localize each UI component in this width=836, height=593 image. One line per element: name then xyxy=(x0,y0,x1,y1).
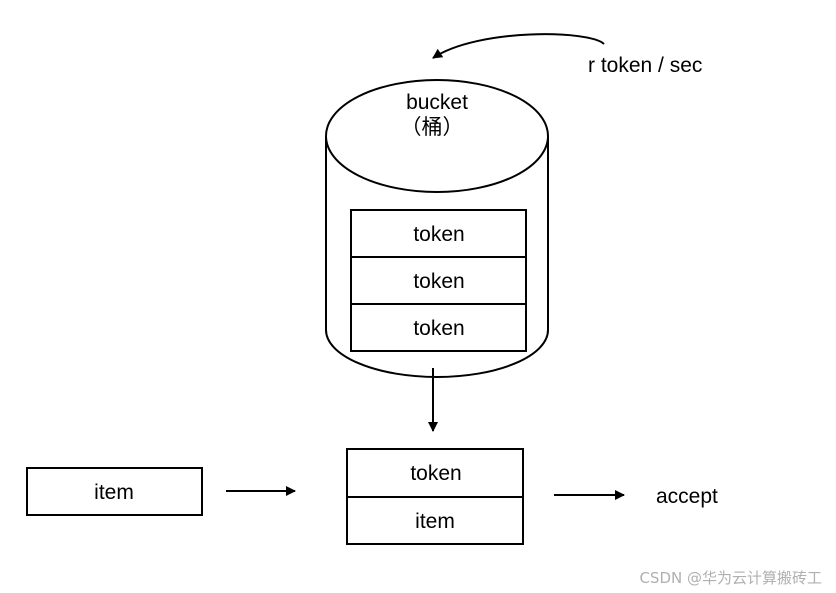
input-item-label: item xyxy=(94,481,134,504)
refill-rate-label: r token / sec xyxy=(588,54,702,77)
pair-token-box xyxy=(346,448,524,498)
pair-token-label: token xyxy=(410,462,461,485)
refill-arrow xyxy=(432,33,605,59)
bucket-token-stack: token token token xyxy=(350,209,527,352)
pair-item-label: item xyxy=(415,510,455,533)
watermark: CSDN @华为云计算搬砖工 xyxy=(639,569,822,587)
bucket-token-label-2: token xyxy=(413,270,464,293)
bucket-top xyxy=(325,79,549,193)
pair-item-box xyxy=(346,496,524,545)
input-item-box xyxy=(26,467,203,516)
bucket-token-box-2 xyxy=(350,256,527,305)
bucket-token-label-1: token xyxy=(413,223,464,246)
bucket-token-label-3: token xyxy=(413,317,464,340)
accept-label: accept xyxy=(656,485,718,508)
bucket-label-chinese: （桶） xyxy=(401,116,464,139)
bucket-label: bucket xyxy=(406,91,468,114)
bucket-token-box-3 xyxy=(350,303,527,352)
token-item-pair: token item xyxy=(346,448,524,545)
